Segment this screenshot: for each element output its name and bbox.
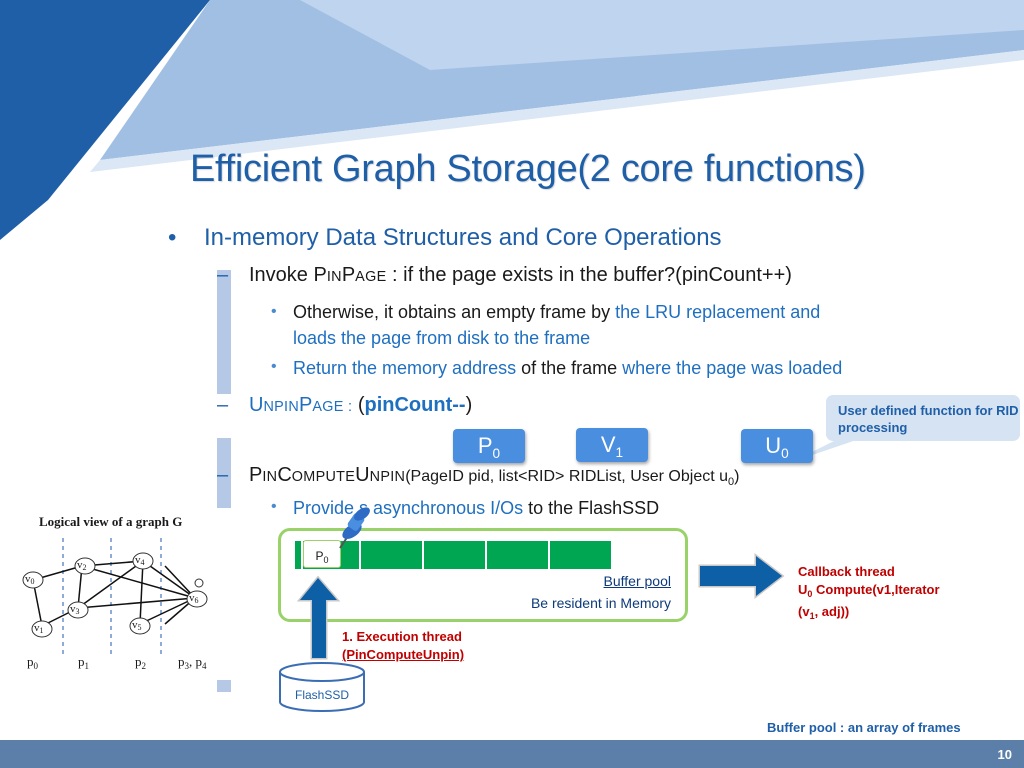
partition-p3-p4: p3, p4 <box>178 654 207 671</box>
frame <box>424 541 487 569</box>
bullet-dot-icon: • <box>168 224 177 251</box>
frame <box>295 541 303 569</box>
node-v3: v3 <box>70 603 80 616</box>
footer-bar <box>0 740 1024 768</box>
tag-u0: U0 <box>741 429 813 463</box>
node-v1: v1 <box>34 622 44 635</box>
dash-icon: – <box>217 264 229 286</box>
callback-thread-label: Callback thread U0 Compute(v1,Iterator (… <box>798 564 940 621</box>
graph-title: Logical view of a graph G <box>39 514 183 529</box>
node-v6: v6 <box>189 592 199 605</box>
graph-figure: Logical view of a graph G <box>15 508 232 680</box>
bullet-unpinpage: – UNPINPAGE : (pinCount--) <box>217 394 473 416</box>
bullet-dot-icon: • <box>271 303 277 320</box>
bullet-async: • Provide s asynchronous I/Os to the Fla… <box>271 498 660 518</box>
frame <box>361 541 424 569</box>
graph-edges <box>22 538 208 658</box>
bullet-pinpage: – Invoke PINPAGE : if the page exists in… <box>217 264 792 286</box>
tag-v1: V1 <box>576 428 648 462</box>
bullet-level1: •In-memory Data Structures and Core Oper… <box>168 224 722 251</box>
resident-label: Be resident in Memory <box>530 595 671 611</box>
frame <box>550 541 613 569</box>
partition-p0: p0 <box>27 654 38 671</box>
node-v2: v2 <box>77 559 87 572</box>
execution-thread-label: 1. Execution thread (PinComputeUnpin) <box>342 629 465 662</box>
dash-icon: – <box>217 464 229 486</box>
frame <box>487 541 550 569</box>
buffer-pool-label: Buffer pool <box>603 573 671 589</box>
bullet-return: • Return the memory address of the frame… <box>271 358 843 378</box>
tag-p0: P0 <box>453 429 525 463</box>
bullet-dot-icon: • <box>271 358 277 375</box>
slide-title: Efficient Graph Storage(2 core functions… <box>190 148 866 190</box>
node-v0: v0 <box>25 573 35 586</box>
buffer-frames <box>295 541 613 569</box>
callout-user-function: User defined function for RID processing <box>826 395 1020 441</box>
node-v4: v4 <box>135 554 145 567</box>
partition-p2: p2 <box>135 654 146 671</box>
frame-p0: P0 <box>303 540 341 568</box>
bullet-bar-top <box>217 270 231 394</box>
bullet-dot-icon: • <box>271 498 277 515</box>
dash-icon: – <box>217 394 229 416</box>
page-number: 10 <box>997 747 1012 762</box>
node-v5: v5 <box>132 619 142 632</box>
flashssd-label: FlashSSD <box>294 688 350 702</box>
bullet-otherwise: • Otherwise, it obtains an empty frame b… <box>271 299 993 351</box>
bullet-pincomputeunpin: – PINCOMPUTEUNPIN(PageID pid, list<RID> … <box>217 464 740 488</box>
partition-p1: p1 <box>78 654 89 671</box>
buffer-array-note: Buffer pool : an array of frames <box>767 720 961 735</box>
